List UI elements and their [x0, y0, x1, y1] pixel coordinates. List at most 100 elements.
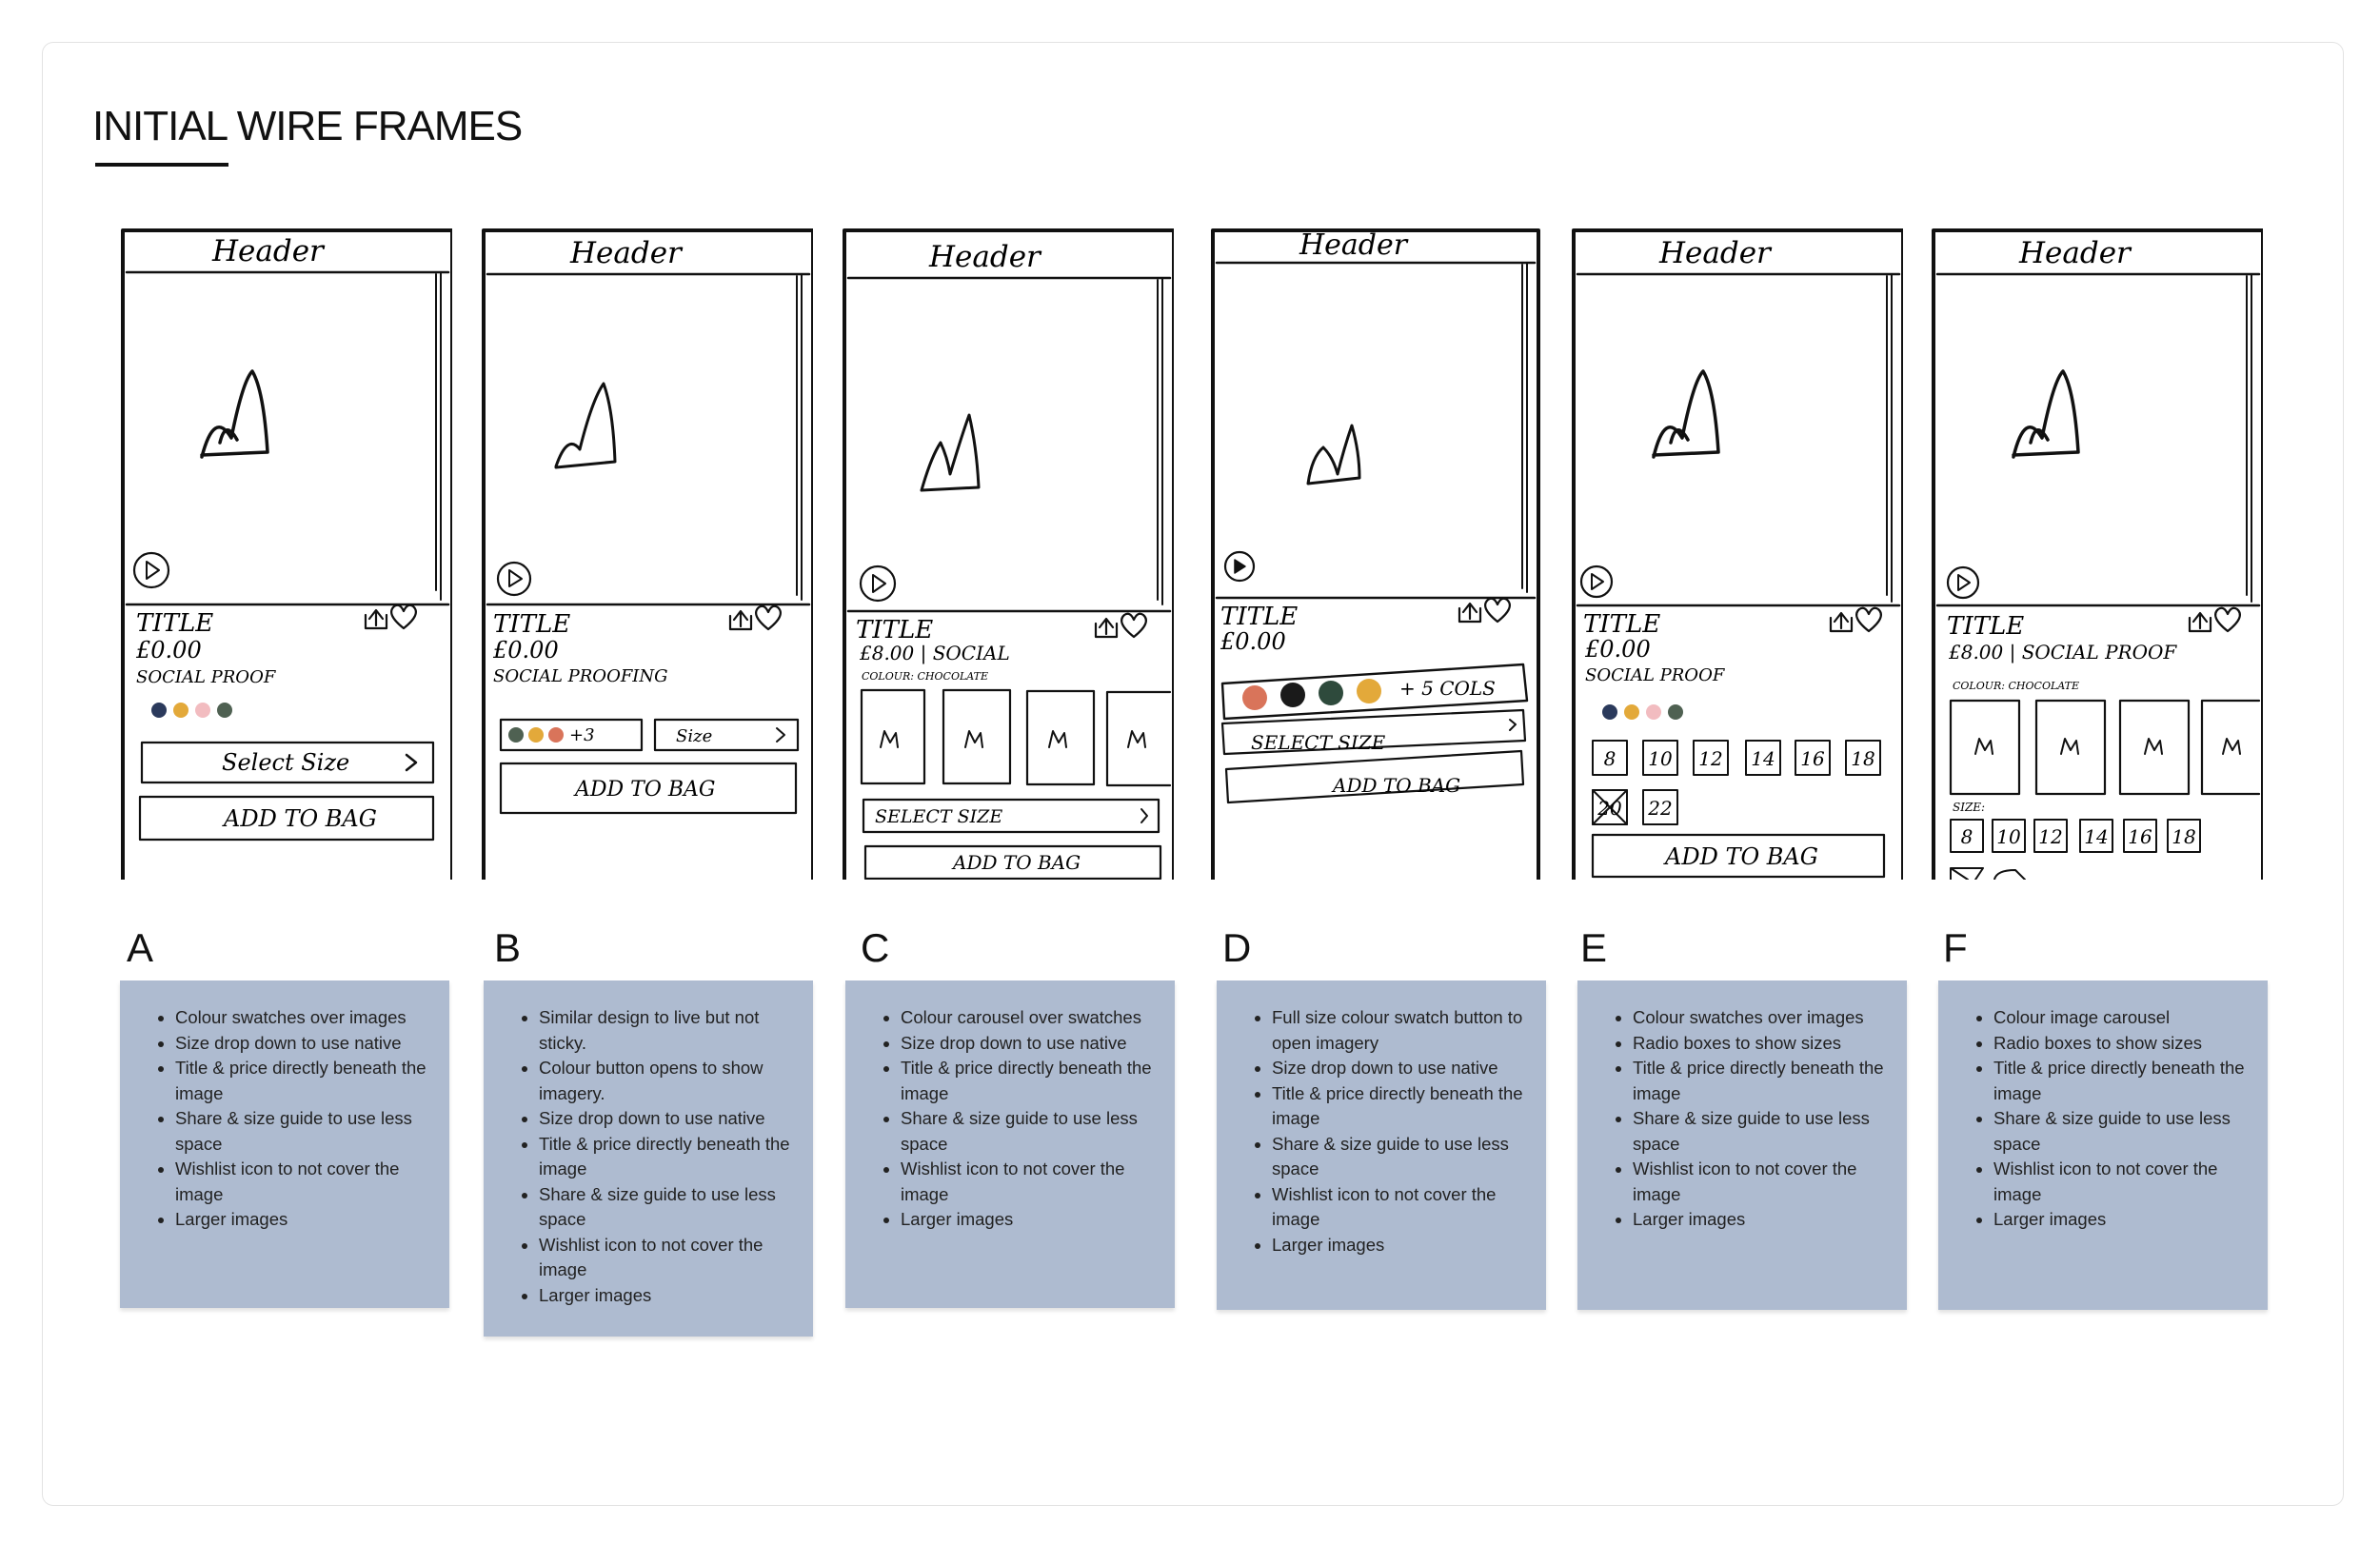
option-letter-a: A [127, 925, 154, 970]
note-item: Title & price directly beneath the image [175, 1056, 428, 1106]
title-label: TITLE [856, 616, 933, 644]
note-item: Colour swatches over images [175, 1005, 428, 1031]
add-to-bag-button: ADD TO BAG [573, 778, 716, 802]
title-underline [95, 163, 228, 167]
note-item: Title & price directly beneath the image [539, 1132, 792, 1182]
note-item: Larger images [539, 1283, 792, 1309]
note-item: Share & size guide to use less space [1272, 1132, 1525, 1182]
size-option: 8 [1604, 747, 1616, 770]
select-size-button: SELECT SIZE [1251, 731, 1386, 754]
size-option: 16 [2128, 825, 2152, 848]
more-colours-label: + 5 COLS [1399, 677, 1496, 700]
wireframe-a: Header TITLE £0.00 SOCIAL PROOF Select S… [121, 228, 452, 880]
title-label: TITLE [1220, 603, 1298, 631]
note-item: Title & price directly beneath the image [1993, 1056, 2247, 1106]
price-label: £0.00 [135, 637, 202, 664]
colour-swatches [508, 727, 564, 743]
size-label: SIZE: [1953, 801, 1985, 814]
note-item: Size drop down to use native [901, 1031, 1154, 1057]
sticky-note-f: Colour image carousel Radio boxes to sho… [1938, 980, 2268, 1310]
header-label: Header [1658, 236, 1773, 270]
notes-list: Colour carousel over swatches Size drop … [866, 1005, 1154, 1233]
wireframe-f: 8 10 12 14 16 18 Header TITLE £8.00 | SO… [1932, 228, 2263, 880]
note-item: Radio boxes to show sizes [1993, 1031, 2247, 1057]
sticky-note-d: Full size colour swatch button to open i… [1217, 980, 1546, 1310]
colour-swatches [1602, 704, 1683, 720]
size-option: 14 [2084, 825, 2108, 848]
price-label: £0.00 [1220, 628, 1286, 655]
price-label: £0.00 [492, 637, 559, 664]
size-dropdown: Size [676, 726, 712, 746]
note-item: Radio boxes to show sizes [1633, 1031, 1886, 1057]
note-item: Title & price directly beneath the image [1633, 1056, 1886, 1106]
notes-list: Colour image carousel Radio boxes to sho… [1959, 1005, 2247, 1233]
sticky-note-e: Colour swatches over images Radio boxes … [1577, 980, 1907, 1310]
option-letter-f: F [1943, 925, 1968, 970]
notes-list: Similar design to live but not sticky. C… [505, 1005, 792, 1308]
note-item: Larger images [1993, 1207, 2247, 1233]
note-item: Title & price directly beneath the image [901, 1056, 1154, 1106]
header-label: Header [211, 234, 326, 268]
colour-swatch-button [1242, 679, 1381, 710]
notes-list: Colour swatches over images Radio boxes … [1598, 1005, 1886, 1233]
note-item: Full size colour swatch button to open i… [1272, 1005, 1525, 1056]
social-proof-label: SOCIAL PROOF [1585, 665, 1726, 685]
price-social-label: £8.00 | SOCIAL PROOF [1948, 641, 2177, 664]
size-option: 10 [1648, 747, 1673, 770]
wireframe-b: +3 Header TITLE £0.00 SOCIAL PROOFING Si… [482, 228, 813, 880]
note-item: Share & size guide to use less space [539, 1182, 792, 1233]
header-label: Header [1299, 228, 1409, 262]
colour-label: COLOUR: CHOCOLATE [862, 670, 988, 683]
size-option: 18 [2172, 825, 2195, 848]
note-item: Larger images [1272, 1233, 1525, 1258]
title-label: TITLE [1947, 612, 2024, 641]
size-option: 10 [1996, 825, 2021, 848]
option-letter-b: B [494, 925, 522, 970]
note-item: Larger images [175, 1207, 428, 1233]
size-option: 14 [1751, 747, 1775, 770]
add-to-bag-button: ADD TO BAG [222, 805, 377, 832]
note-item: Share & size guide to use less space [1993, 1106, 2247, 1157]
size-option: 8 [1961, 825, 1973, 848]
note-item: Colour button opens to show imagery. [539, 1056, 792, 1106]
title-label: TITLE [493, 610, 570, 639]
header-label: Header [2018, 236, 2132, 270]
size-radio-boxes: 8 10 12 14 16 18 20 22 [1597, 747, 1874, 820]
note-item: Larger images [901, 1207, 1154, 1233]
page-title: INITIAL WIRE FRAMES [92, 103, 523, 149]
add-to-bag-button: ADD TO BAG [1663, 843, 1818, 870]
header-label: Header [569, 236, 684, 270]
size-option: 22 [1647, 797, 1672, 820]
size-option: 12 [2038, 825, 2062, 848]
select-size-button: SELECT SIZE [875, 806, 1002, 827]
select-size-button: Select Size [222, 749, 349, 776]
title-label: TITLE [136, 609, 213, 638]
option-letter-c: C [861, 925, 890, 970]
note-item: Size drop down to use native [539, 1106, 792, 1132]
option-letter-d: D [1222, 925, 1252, 970]
price-label: £0.00 [1584, 636, 1651, 663]
sticky-note-c: Colour carousel over swatches Size drop … [845, 980, 1175, 1308]
notes-list: Full size colour swatch button to open i… [1238, 1005, 1525, 1258]
header-label: Header [928, 240, 1042, 274]
more-colours-label: +3 [569, 725, 595, 745]
note-item: Similar design to live but not sticky. [539, 1005, 792, 1056]
wireframe-d: + 5 COLS Header TITLE £0.00 SELECT SIZE … [1211, 228, 1540, 880]
note-item: Wishlist icon to not cover the image [175, 1157, 428, 1207]
note-item: Share & size guide to use less space [1633, 1106, 1886, 1157]
note-item: Share & size guide to use less space [175, 1106, 428, 1157]
note-item: Colour swatches over images [1633, 1005, 1886, 1031]
note-item: Colour carousel over swatches [901, 1005, 1154, 1031]
option-letter-e: E [1580, 925, 1608, 970]
note-item: Wishlist icon to not cover the image [1272, 1182, 1525, 1233]
note-item: Wishlist icon to not cover the image [901, 1157, 1154, 1207]
sticky-note-b: Similar design to live but not sticky. C… [484, 980, 813, 1337]
title-label: TITLE [1583, 610, 1660, 639]
size-option-unavailable: 20 [1597, 797, 1622, 820]
note-item: Wishlist icon to not cover the image [1993, 1157, 2247, 1207]
wireframe-e: 8 10 12 14 16 18 20 22 Header TITLE £0.0… [1572, 228, 1903, 880]
add-to-bag-button: ADD TO BAG [1331, 774, 1460, 797]
notes-list: Colour swatches over images Size drop do… [141, 1005, 428, 1233]
size-option: 12 [1698, 747, 1722, 770]
note-item: Wishlist icon to not cover the image [539, 1233, 792, 1283]
